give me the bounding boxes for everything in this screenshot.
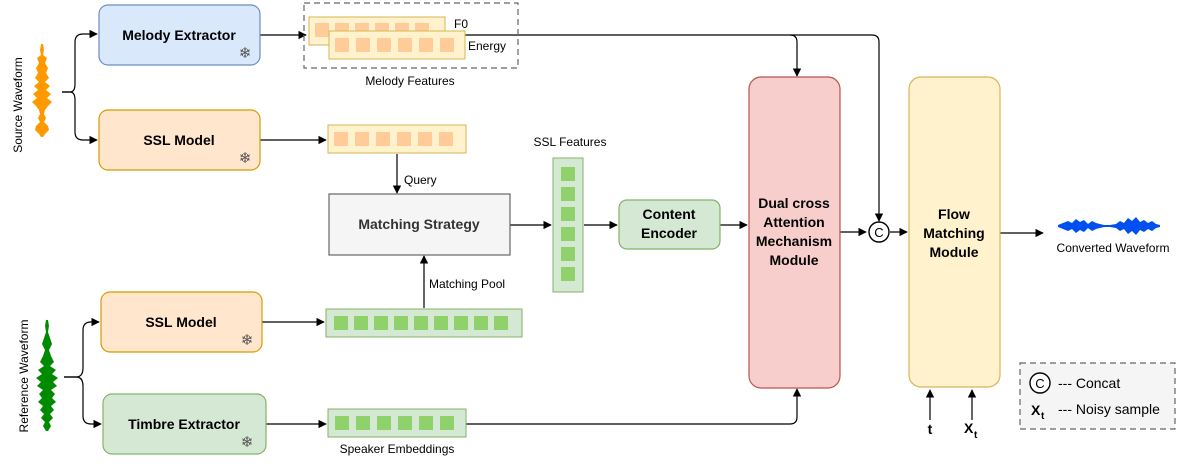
feature-cell <box>414 316 428 330</box>
ssl-features-label: SSL Features <box>534 135 607 149</box>
ssl-model-top-label: SSL Model <box>143 132 214 148</box>
legend-noisy-symbol: X <box>1031 402 1041 418</box>
f0-label: F0 <box>454 17 468 31</box>
converted-waveform-label: Converted Waveform <box>1057 241 1170 255</box>
feature-cell <box>356 416 370 430</box>
feature-cell <box>418 132 432 146</box>
feature-cell <box>561 267 575 281</box>
content-encoder-label-line2: Encoder <box>641 225 698 241</box>
reference-waveform-label: Reference Waveform <box>17 320 31 433</box>
feature-cell <box>334 132 348 146</box>
query-feature-bar <box>327 124 467 154</box>
feature-cell <box>355 132 369 146</box>
flow-matching-box: Flow Matching Module <box>908 76 1001 388</box>
concat-node: C <box>868 221 890 243</box>
feature-cell <box>376 132 390 146</box>
melody-extractor-box: Melody Extractor ❄ <box>98 4 261 66</box>
ssl-model-top-box: SSL Model ❄ <box>98 109 261 171</box>
feature-cell <box>398 416 412 430</box>
matching-pool-label: Matching Pool <box>429 277 505 291</box>
feature-cell <box>494 316 508 330</box>
source-waveform: Source Waveform <box>11 44 52 153</box>
legend-noisy-text: --- Noisy sample <box>1058 401 1160 417</box>
legend-concat-symbol: C <box>1035 376 1044 391</box>
xt-label: X t <box>964 420 978 441</box>
melody-features-group: F0 Energy Melody Features <box>303 2 519 88</box>
flow-matching-line3: Module <box>930 244 979 260</box>
feature-cell <box>440 38 454 52</box>
legend-concat-text: --- Concat <box>1058 375 1120 391</box>
ssl-model-bottom-label: SSL Model <box>145 314 216 330</box>
content-encoder-box: Content Encoder <box>618 199 721 250</box>
feature-cell <box>454 316 468 330</box>
feature-cell <box>315 23 329 37</box>
query-label: Query <box>404 173 437 187</box>
matching-strategy-label: Matching Strategy <box>358 216 480 232</box>
feature-cell <box>374 316 388 330</box>
feature-cell <box>474 316 488 330</box>
speaker-embeddings-label: Speaker Embeddings <box>340 442 455 456</box>
feature-cell <box>561 247 575 261</box>
feature-cell <box>398 38 412 52</box>
frozen-icon: ❄ <box>239 150 252 167</box>
feature-cell <box>354 316 368 330</box>
feature-cell <box>419 416 433 430</box>
connectors <box>62 29 1044 429</box>
svg-text:X: X <box>964 420 974 436</box>
legend-noisy-subscript: t <box>1041 411 1045 422</box>
feature-cell <box>419 38 433 52</box>
feature-cell <box>561 227 575 241</box>
energy-label: Energy <box>468 39 506 53</box>
concat-symbol: C <box>874 225 883 240</box>
reference-waveform: Reference Waveform <box>17 320 58 433</box>
dual-cross-line4: Module <box>770 252 819 268</box>
feature-cell <box>397 132 411 146</box>
melody-features-label: Melody Features <box>365 74 454 88</box>
dual-cross-line3: Mechanism <box>756 233 832 249</box>
dual-cross-line1: Dual cross <box>758 195 830 211</box>
feature-cell <box>561 187 575 201</box>
svg-text:t: t <box>974 430 978 441</box>
feature-cell <box>439 132 453 146</box>
matching-strategy-box: Matching Strategy <box>328 193 511 256</box>
legend-concat-icon <box>1029 372 1051 394</box>
matching-pool-bar <box>325 308 523 338</box>
feature-cell <box>561 167 575 181</box>
frozen-icon: ❄ <box>241 332 254 349</box>
flow-matching-line2: Matching <box>923 225 984 241</box>
legend: C --- Concat X t --- Noisy sample <box>1019 362 1176 430</box>
feature-cell <box>561 207 575 221</box>
ssl-model-bottom-box: SSL Model ❄ <box>100 291 263 353</box>
timbre-extractor-label: Timbre Extractor <box>128 416 240 432</box>
content-encoder-label-line1: Content <box>643 206 696 222</box>
feature-cell <box>356 38 370 52</box>
feature-cell <box>377 416 391 430</box>
frozen-icon: ❄ <box>241 434 254 451</box>
ssl-features-bar: SSL Features <box>534 135 607 293</box>
melody-extractor-label: Melody Extractor <box>122 27 236 43</box>
timbre-extractor-box: Timbre Extractor ❄ <box>102 393 267 455</box>
dual-cross-attention-box: Dual cross Attention Mechanism Module <box>748 76 841 389</box>
feature-cell <box>335 38 349 52</box>
dual-cross-line2: Attention <box>763 214 824 230</box>
source-waveform-label: Source Waveform <box>11 57 25 153</box>
t-label: t <box>928 421 933 437</box>
flow-matching-line1: Flow <box>938 206 970 222</box>
converted-waveform: Converted Waveform <box>1057 217 1170 255</box>
feature-cell <box>394 316 408 330</box>
frozen-icon: ❄ <box>239 45 252 62</box>
feature-cell <box>440 416 454 430</box>
feature-cell <box>377 38 391 52</box>
feature-cell <box>335 416 349 430</box>
feature-cell <box>334 316 348 330</box>
speaker-embeddings-bar: Speaker Embeddings <box>327 408 467 456</box>
feature-cell <box>434 316 448 330</box>
